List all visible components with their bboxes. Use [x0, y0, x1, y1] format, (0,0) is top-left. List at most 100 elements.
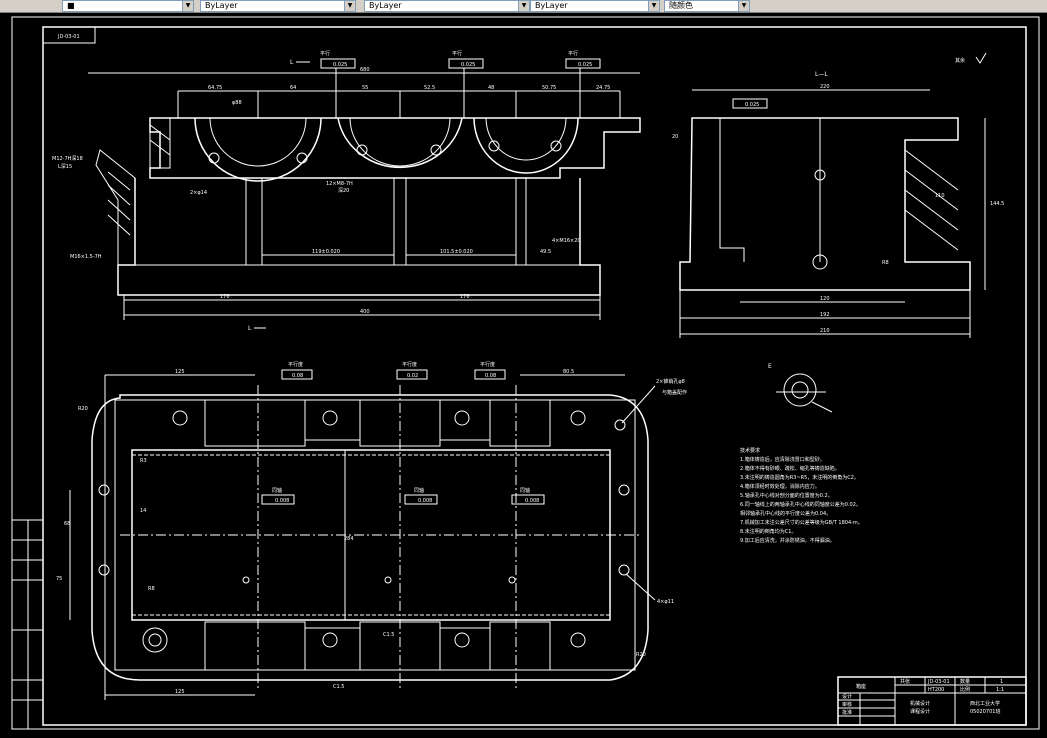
- dim-text: 52.5: [424, 85, 435, 91]
- front-view: L L 0.025 0.025 0.025 平行 平行 平行 680 64.75…: [52, 50, 641, 332]
- drawing-canvas[interactable]: JD-03-01 其余 L L 0.025 0.025 0.025 平行 平行 …: [0, 12, 1047, 734]
- tech-line: 相邻轴承孔中心线的平行度公差为0.04。: [740, 510, 831, 517]
- coax-tol: 0.008: [525, 498, 539, 504]
- designer-label: 设计: [842, 693, 852, 700]
- coax-label: 同轴: [520, 487, 530, 494]
- dim-text: R3: [140, 458, 147, 464]
- layer-icon: ■: [67, 1, 75, 10]
- school: 西北工业大学: [970, 700, 1000, 707]
- title-block: 箱座 共张 JD-03-01 HT200 数量 1 比例 1:1 设计 审核 批…: [837, 676, 1027, 726]
- tech-line: 6.同一轴线上的两轴承孔中心线的同轴度公差为0.02。: [740, 501, 861, 508]
- tech-line: 1.箱体铸造后，应清除浇冒口和型砂。: [740, 456, 825, 463]
- dim-text: 125: [175, 689, 185, 695]
- note-text: 12×M8-7H: [326, 181, 353, 187]
- tech-line: 3.未注明的铸造圆角为R3~R5，未注明的倒角为C2。: [740, 474, 859, 481]
- dim-text: R8: [148, 586, 155, 592]
- class-no: 05020701班: [970, 708, 1000, 715]
- dim-680: 680: [360, 67, 370, 73]
- note-text: 2×锥销孔φ8: [656, 378, 685, 385]
- dim-text: 49.5: [540, 249, 551, 255]
- section-marker-top: L: [290, 59, 294, 66]
- tech-title: 技术要求: [740, 447, 760, 454]
- approver-label: 批准: [842, 709, 852, 716]
- side-tol: 0.025: [745, 102, 759, 108]
- frame-border: [42, 26, 1027, 726]
- corner-label: JD-03-01: [57, 34, 80, 40]
- roughness-note: 其余: [955, 57, 965, 64]
- dim-text: 210: [820, 328, 830, 334]
- checker-label: 审核: [842, 701, 852, 708]
- front-tol-label-1: 平行: [320, 50, 330, 57]
- top-tol-label: 平行度: [288, 361, 303, 368]
- lineweight-control-value: ByLayer: [535, 1, 568, 10]
- dim-text: 75: [56, 576, 62, 582]
- chevron-down-icon[interactable]: ▼: [738, 1, 749, 11]
- roughness-symbol-icon: [975, 52, 987, 64]
- dim-text: R20: [636, 652, 646, 658]
- dim-text: 55: [362, 85, 368, 91]
- tech-requirements: 技术要求 1.箱体铸造后，应清除浇冒口和型砂。 2.箱体不得有砂眼、疏松、缩孔等…: [740, 447, 863, 544]
- top-tol: 0.08: [485, 373, 496, 379]
- layer-control[interactable]: ■ ▼: [62, 0, 194, 12]
- dim-text: C1.5: [383, 632, 394, 638]
- top-tol: 0.02: [407, 373, 418, 379]
- tech-line: 5.轴承孔中心线对剖分面的位置度为0.2。: [740, 492, 833, 499]
- lineweight-control[interactable]: ByLayer ▼: [530, 0, 660, 12]
- chevron-down-icon[interactable]: ▼: [344, 1, 355, 11]
- top-tol: 0.08: [292, 373, 303, 379]
- dim-text: 68: [64, 521, 70, 527]
- scale-label: 比例: [960, 686, 970, 693]
- plotstyle-control[interactable]: 随颜色 ▼: [664, 0, 750, 12]
- subject: 课程设计: [910, 708, 930, 715]
- scale: 1:1: [996, 687, 1004, 693]
- coax-tol: 0.008: [275, 498, 289, 504]
- dim-text: R20: [78, 406, 88, 412]
- course: 机械设计: [910, 700, 930, 707]
- chevron-down-icon[interactable]: ▼: [182, 1, 193, 11]
- front-tol-label-3: 平行: [568, 50, 578, 57]
- side-view: L—L 220 0.025 120 192 210 144.5 110 R8 2…: [672, 71, 1004, 338]
- section-marker-bottom: L: [248, 325, 252, 332]
- dim-text: 50.75: [542, 85, 556, 91]
- note-text: 4×φ11: [657, 599, 674, 605]
- dim-text: 64: [290, 85, 296, 91]
- dim-text: 125: [175, 369, 185, 375]
- front-tol-1: 0.025: [333, 62, 347, 68]
- tech-line: 7.机械加工未注公差尺寸的公差等级为GB/T 1804-m。: [740, 519, 863, 526]
- color-control-value: ByLayer: [205, 1, 238, 10]
- note-text: 深20: [338, 187, 349, 194]
- linetype-control-value: ByLayer: [369, 1, 402, 10]
- coax-label: 同轴: [272, 487, 282, 494]
- properties-toolbar: ■ ▼ ByLayer ▼ ByLayer ▼ ByLayer ▼ 随颜色 ▼: [0, 0, 1047, 13]
- note-text: 4×M16×20: [552, 238, 581, 244]
- front-tol-3: 0.025: [578, 62, 592, 68]
- dim-text: 101.5±0.020: [440, 249, 473, 255]
- note-text: φ88: [232, 100, 242, 106]
- tech-line: 2.箱体不得有砂眼、疏松、缩孔等铸造缺陷。: [740, 465, 840, 472]
- corner-label-box: [42, 26, 96, 44]
- view-e-label: E: [768, 363, 772, 370]
- dim-text: 24.75: [596, 85, 610, 91]
- material: HT200: [928, 687, 944, 693]
- linetype-control[interactable]: ByLayer ▼: [364, 0, 530, 12]
- dim-text: 80.5: [563, 369, 574, 375]
- note-text: 2×φ14: [190, 190, 207, 196]
- chevron-down-icon[interactable]: ▼: [648, 1, 659, 11]
- note-text: M16×1.5-7H: [70, 254, 102, 260]
- coax-tol: 0.008: [418, 498, 432, 504]
- dim-text: 176: [220, 294, 230, 300]
- chevron-down-icon[interactable]: ▼: [518, 1, 529, 11]
- dim-text: 14: [140, 508, 146, 514]
- dim-text: 220: [820, 84, 830, 90]
- note-text: L深15: [58, 163, 72, 170]
- color-control[interactable]: ByLayer ▼: [200, 0, 356, 12]
- dim-text: 144.5: [990, 201, 1004, 207]
- drawing-no-label: 共张: [900, 678, 910, 685]
- dim-text: 64.75: [208, 85, 222, 91]
- tech-line: 8.未注明的倒角均为C1。: [740, 528, 796, 535]
- dim-text: 284: [344, 536, 354, 542]
- top-view: 125 80.5 0.08 0.02 0.08 平行度 平行度 平行度 0.: [56, 361, 687, 700]
- detail-view-e: E: [768, 363, 833, 413]
- dim-text: 110: [935, 193, 945, 199]
- dim-text: R8: [882, 260, 889, 266]
